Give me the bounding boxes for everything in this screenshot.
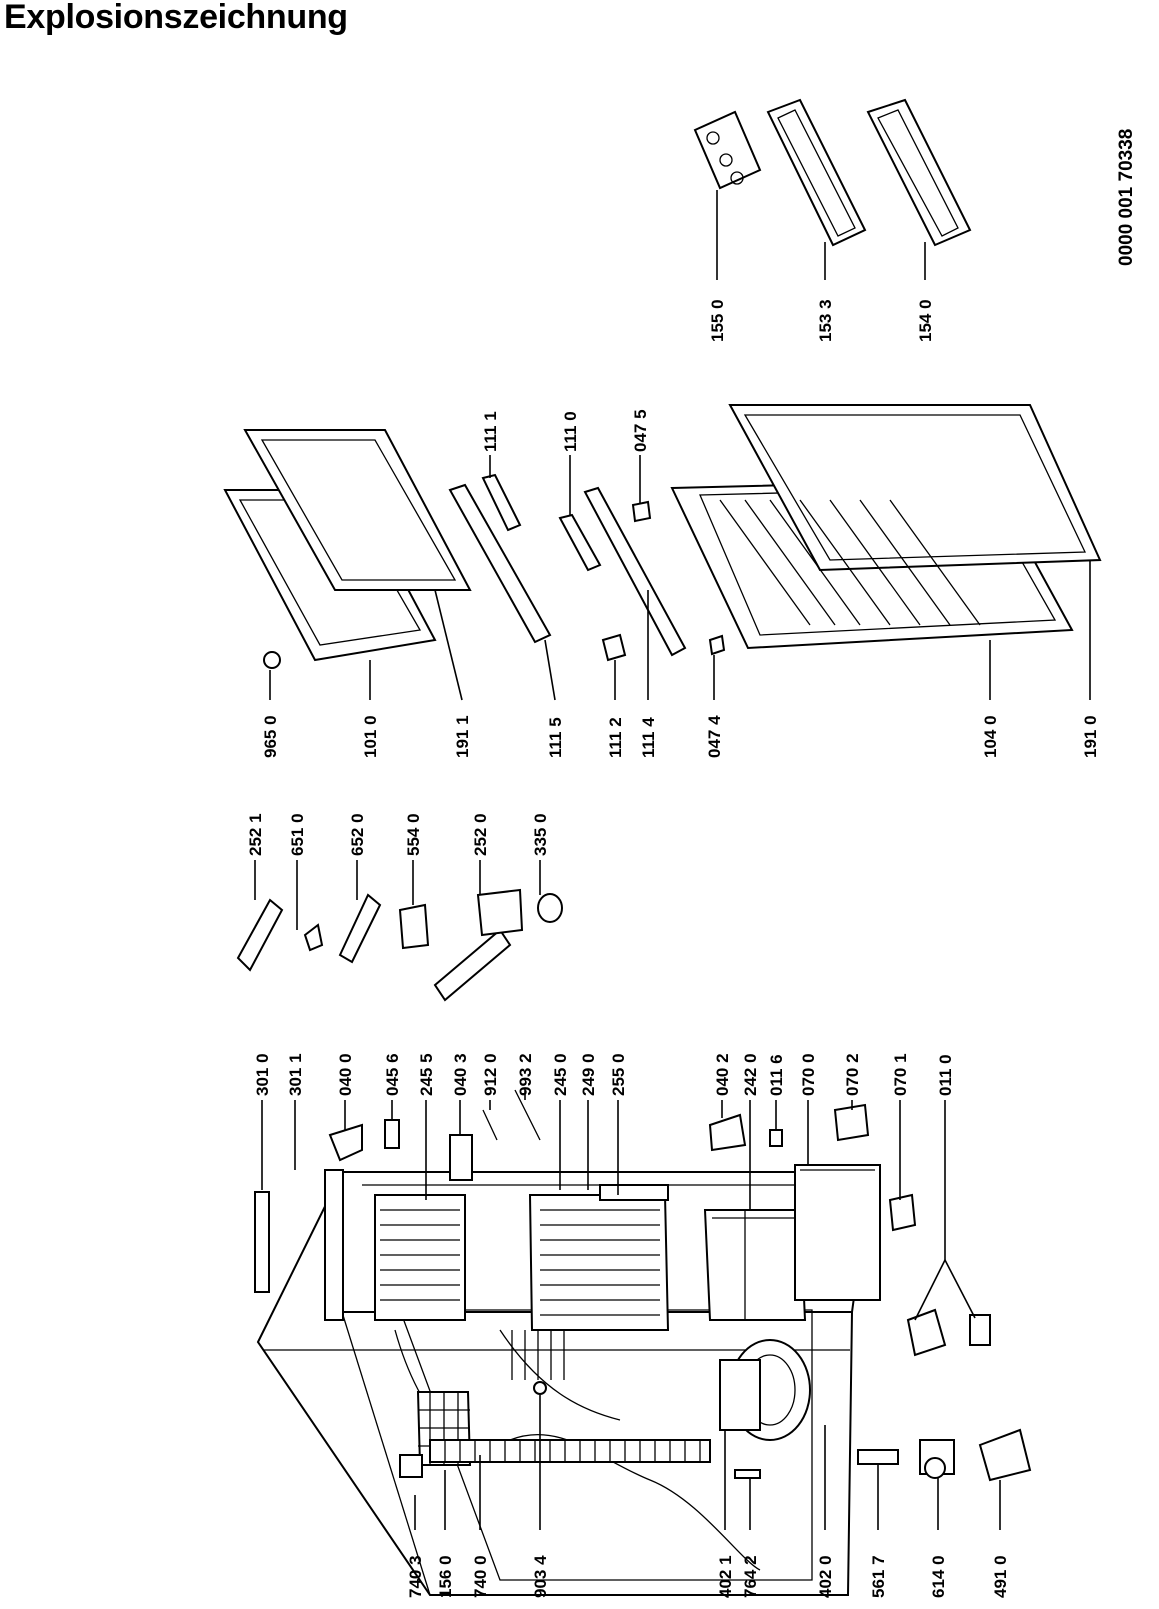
label-1010: 101 0 [361,715,380,758]
evaporator-grid [374,1194,466,1321]
leader-lines [254,190,1091,1530]
label-0474: 047 4 [705,715,724,758]
label-6140: 614 0 [929,1555,948,1598]
label-1550: 155 0 [708,299,727,342]
label-1110: 111 0 [561,411,580,452]
label-0110: 011 0 [936,1054,955,1096]
label-9932: 993 2 [516,1053,535,1096]
page-title: Explosionszeichnung [4,0,348,36]
label-5617: 561 7 [869,1555,888,1598]
label-2550: 255 0 [609,1053,628,1096]
label-0403: 040 3 [451,1053,470,1096]
label-7403: 740 3 [406,1555,425,1598]
label-9120: 912 0 [481,1053,500,1096]
thermostat-parts [236,888,563,1002]
compressor [719,1339,811,1441]
label-1911: 191 1 [453,715,472,758]
crisper-drawer [703,1209,807,1321]
label-0402: 040 2 [713,1053,732,1096]
part-labels: 740 3 156 0 740 0 903 4 402 1 764 2 402 … [246,129,1137,1598]
label-2450: 245 0 [551,1053,570,1096]
door-rails [263,473,726,669]
label-6510: 651 0 [288,813,307,856]
label-6520: 652 0 [348,813,367,856]
label-5540: 554 0 [404,813,423,856]
loose-parts [328,1089,1032,1482]
label-4020: 402 0 [816,1555,835,1598]
label-1910: 191 0 [1081,715,1100,758]
label-3011: 301 1 [286,1053,305,1096]
label-1040: 104 0 [981,715,1000,758]
label-1111: 111 1 [481,411,500,452]
label-1112: 111 2 [606,717,625,758]
glass-shelves [511,1184,670,1380]
freezer-door [223,429,472,662]
label-0700: 070 0 [799,1053,818,1096]
condenser-coil [429,1439,711,1463]
label-4021: 402 1 [716,1555,735,1598]
main-door [670,404,1102,650]
document-number: 0000 001 70338 [1116,129,1137,266]
label-2490: 249 0 [579,1053,598,1096]
label-9034: 903 4 [531,1555,550,1598]
label-0116: 011 6 [767,1054,786,1096]
label-3010: 301 0 [253,1053,272,1096]
label-1533: 153 3 [816,299,835,342]
label-1114: 111 4 [639,717,658,758]
cabinet-drawing [254,1164,881,1596]
label-2420: 242 0 [741,1053,760,1096]
label-0456: 045 6 [383,1053,402,1096]
label-0701: 070 1 [891,1053,910,1096]
door-bins [693,98,972,247]
label-2455: 245 5 [417,1053,436,1096]
label-9650: 965 0 [261,715,280,758]
label-7400: 740 0 [471,1555,490,1598]
label-3350: 335 0 [531,813,550,856]
label-2520: 252 0 [471,813,490,856]
label-1540: 154 0 [916,299,935,342]
label-0475: 047 5 [631,409,650,452]
label-1115: 111 5 [546,717,565,758]
label-0400: 040 0 [336,1053,355,1096]
label-0702: 070 2 [843,1053,862,1096]
label-1560: 156 0 [436,1555,455,1598]
label-7642: 764 2 [741,1555,760,1598]
label-4910: 491 0 [991,1555,1010,1598]
label-2521: 252 1 [246,813,265,856]
